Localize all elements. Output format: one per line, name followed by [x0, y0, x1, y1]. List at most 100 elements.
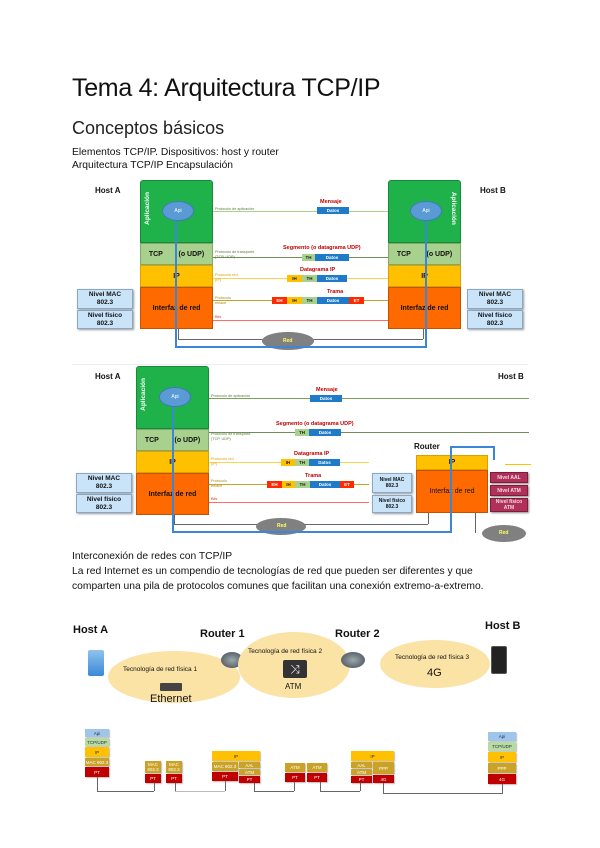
cloud-1 [108, 651, 240, 703]
mac-level-label: Nivel MAC [379, 477, 405, 483]
divider [72, 364, 528, 365]
tcp-label: TCP [148, 250, 163, 258]
app-protocol-label: Protocolo de aplicación [211, 394, 251, 398]
phy-protocol-line [213, 320, 388, 321]
phy-level-label: Nivel físico [86, 495, 122, 503]
data-cell: Datos [317, 207, 349, 214]
intro-line-1: Elementos TCP/IP. Dispositivos: host y r… [72, 147, 279, 158]
th-cell: TH [295, 459, 309, 466]
transport-protocol-label: Protocolo de transporte(TCP, UDP) [215, 250, 254, 259]
stack-layer: MAC 802.3 [166, 761, 182, 773]
stack-layer: ATM [285, 763, 305, 772]
router-atm-phy-level: Nivel físico ATM [490, 498, 528, 512]
link-wire [320, 791, 360, 792]
transport-label-1: Protocolo de transporte [215, 250, 255, 254]
link-wire [320, 782, 321, 791]
host-a-label: Host A [73, 624, 109, 636]
page-title: Tema 4: Arquitectura TCP/IP [72, 74, 381, 102]
message-packet: Datos [317, 207, 349, 214]
cloud-2-label: Tecnología de red física 2 [248, 648, 323, 655]
th-cell: TH [302, 275, 317, 282]
data-path-down-atm [493, 446, 495, 460]
eh-cell: EH [267, 481, 282, 488]
transport-protocol-line [209, 432, 529, 433]
host-a-api: Api [162, 201, 194, 221]
ih-cell: IH [281, 459, 295, 466]
router-atm-level: Nivel ATM [490, 485, 528, 496]
ih-cell: IH [282, 481, 295, 488]
data-cell: Datos [315, 254, 349, 261]
net-label-2: (IP) [211, 461, 218, 466]
server-icon [88, 650, 104, 676]
router-ip-layer: IP [416, 455, 488, 470]
wire-a [178, 329, 179, 339]
diagram-encapsulation-router: Host A Host B Router Aplicación Api TCP(… [72, 364, 531, 542]
host-b-app-label: Aplicación [450, 192, 457, 225]
api-label: Api [174, 208, 182, 214]
host-a-label: Host A [95, 372, 121, 381]
data-path-down [172, 407, 174, 532]
router2-label: Router 2 [335, 628, 380, 640]
network-cloud [256, 518, 306, 535]
phy-level-label: Nivel físico [378, 498, 406, 504]
cloud-3 [380, 640, 490, 688]
phy-std-label: 802.3 [486, 319, 504, 327]
stack-layer: ATM [307, 763, 327, 772]
message-title: Mensaje [320, 199, 342, 205]
app-protocol-label: Protocolo de aplicación [215, 207, 255, 211]
phone-icon [491, 646, 507, 674]
datagram-title: Datagrama IP [294, 451, 330, 457]
link-wire [175, 791, 225, 792]
data-cell: Datos [309, 459, 340, 466]
link-wire [360, 783, 361, 791]
network-cloud-2-label: Red [499, 530, 509, 536]
stack-layer: PT [145, 774, 161, 783]
phy-protocol-line [209, 502, 369, 503]
section-heading: Conceptos básicos [72, 118, 225, 138]
mac-level-label: Nivel MAC [87, 475, 121, 482]
stack-layer: PPP [373, 762, 394, 774]
switch-icon [160, 683, 182, 691]
link-wire [154, 783, 155, 791]
link-wire [175, 783, 176, 791]
th-cell: TH [302, 254, 315, 261]
data-path-horizontal [172, 531, 452, 533]
th-cell: TH [302, 297, 317, 304]
router1-label: Router 1 [200, 628, 245, 640]
stack-layer: IP [488, 752, 516, 762]
th-cell: TH [295, 481, 310, 488]
section2-title: Interconexión de redes con TCP/IP [72, 551, 233, 562]
data-cell: Datos [317, 297, 349, 304]
intro-line-2: Arquitectura TCP/IP Encapsulación [72, 160, 234, 171]
router1-icon [221, 652, 243, 668]
data-cell: Datos [310, 395, 342, 402]
et-cell: ET [340, 481, 354, 488]
stack-layer: IP [85, 747, 109, 757]
net-protocol-label: Protocolo red(IP) [215, 273, 238, 282]
segment-title: Segmento (o datagrama UDP) [283, 245, 361, 251]
network-cloud-label: Red [283, 338, 293, 344]
segment-title: Segmento (o datagrama UDP) [276, 421, 354, 427]
wire-router [428, 513, 429, 524]
mac-std-label: 802.3 [96, 299, 114, 306]
link-wire [225, 781, 226, 791]
host-b-label: Host B [485, 620, 521, 632]
stack-layer: ATM [239, 769, 260, 775]
stack-layer: AAL [239, 762, 260, 768]
data-path-over [450, 446, 494, 448]
tcp-label: TCP [144, 436, 159, 444]
section2-body-2: comparten una pila de protocolos comunes… [72, 581, 484, 592]
transport-label-2: (TCP, UDP) [215, 254, 235, 259]
host-b-tcp-layer: TCP (o UDP) [388, 243, 461, 265]
app-protocol-line [213, 211, 388, 212]
stack-layer: IP [212, 751, 260, 761]
